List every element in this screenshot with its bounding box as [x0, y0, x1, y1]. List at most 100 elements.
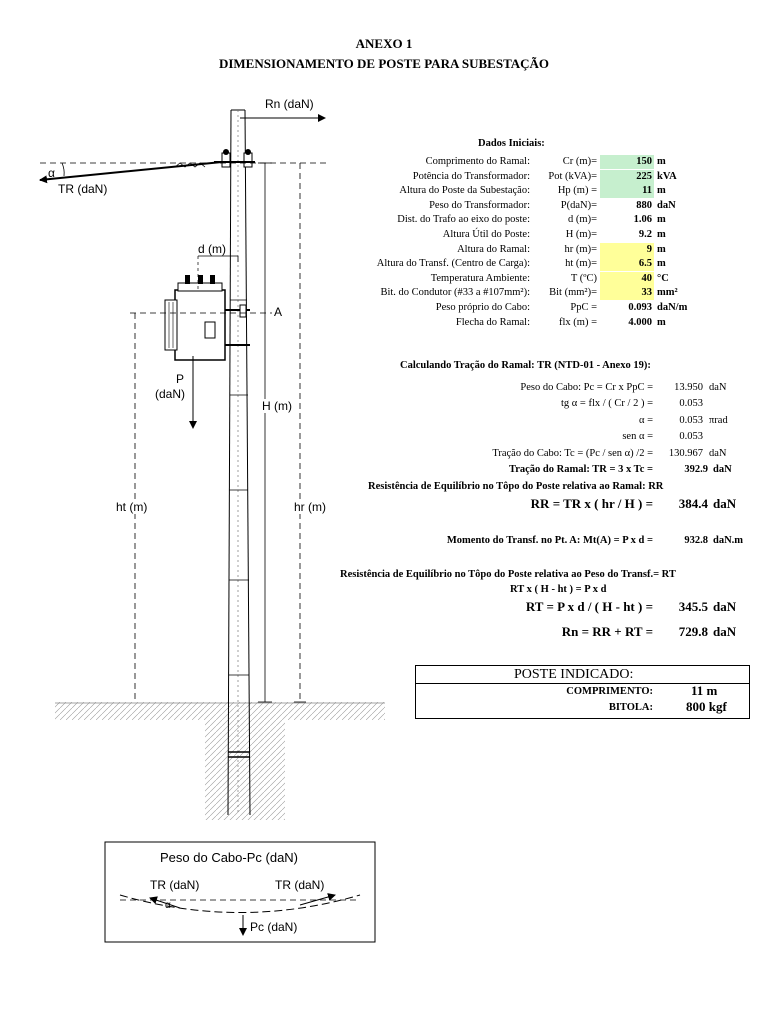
- cable-pc: Pc (daN): [250, 920, 298, 934]
- rt-value: 345.5: [678, 599, 708, 614]
- rr-value: 384.4: [678, 496, 708, 511]
- calc-label: α =: [638, 414, 653, 426]
- calc-label: Peso do Cabo: Pc = Cr x PpC =: [520, 382, 653, 393]
- input-value: 6.5: [600, 257, 654, 272]
- annex-title: ANEXO 1: [355, 36, 413, 51]
- rt-label: RT = P x d / ( H - ht ) =: [525, 599, 653, 614]
- input-label: Temperatura Ambiente:: [430, 272, 530, 284]
- input-value: 880: [636, 199, 652, 211]
- input-row: Altura Útil do Poste: H (m)= 9.2 m: [330, 228, 710, 242]
- calc-value: 130.967: [668, 447, 703, 459]
- input-label: Altura do Poste da Subestação:: [399, 185, 530, 197]
- calc-heading: Calculando Tração do Ramal: TR (NTD-01 -…: [400, 360, 651, 371]
- calc-label: Tração do Cabo: Tc = (Pc / sen α) /2 =: [492, 447, 653, 459]
- input-unit: m: [657, 214, 666, 226]
- input-value: 40: [600, 271, 654, 286]
- page-title: DIMENSIONAMENTO DE POSTE PARA SUBESTAÇÃO: [218, 56, 550, 71]
- tr-label: TR (daN): [58, 182, 108, 196]
- p-unit-label: (daN): [155, 387, 186, 401]
- calc-unit: daN: [709, 447, 727, 459]
- transformer: [164, 275, 250, 361]
- input-value: 225: [600, 169, 654, 184]
- input-unit: m: [657, 185, 666, 197]
- tr-result-value: 392.9: [684, 464, 708, 475]
- rt-equation: RT x ( H - ht ) = P x d: [510, 584, 607, 595]
- cable-box: [104, 841, 376, 943]
- ground-hatch: [55, 702, 385, 720]
- insulators: [214, 149, 255, 168]
- calc-value: 13.950: [674, 382, 703, 393]
- input-symbol: H (m)=: [565, 229, 597, 240]
- input-unit: daN/m: [657, 302, 688, 313]
- input-unit: m: [657, 229, 666, 240]
- input-symbol: T (ºC): [570, 272, 597, 284]
- mt-label: Momento do Transf. no Pt. A: Mt(A) = P x…: [446, 535, 653, 546]
- rn-result-label: Rn = RR + RT =: [561, 624, 653, 639]
- input-label: Altura do Transf. (Centro de Carga):: [376, 258, 530, 270]
- input-symbol: d (m)=: [568, 214, 597, 226]
- input-row: Dist. do Trafo ao eixo do poste:d (m)=1.…: [330, 213, 710, 227]
- calc-value: 0.053: [679, 431, 703, 443]
- calc-label: tg α = flx / ( Cr / 2 ) =: [560, 398, 653, 410]
- foundation-hatch: [205, 720, 285, 820]
- input-value: 33: [600, 286, 654, 301]
- input-row: Temperatura Ambiente: T (ºC)40°C: [330, 271, 710, 286]
- calc-label: sen α =: [622, 431, 653, 443]
- mt-unit: daN.m: [713, 535, 744, 546]
- rr-unit: daN: [713, 496, 737, 511]
- cable-tr-right: TR (daN): [275, 878, 325, 892]
- input-label: Altura Útil do Poste:: [442, 229, 530, 240]
- input-label: Peso do Transformador:: [429, 199, 530, 211]
- input-value: 4.000: [628, 316, 652, 328]
- input-value: 1.06: [633, 214, 652, 226]
- input-unit: daN: [657, 199, 676, 211]
- alpha-label: α: [48, 166, 55, 180]
- rn-result-value: 729.8: [678, 624, 708, 639]
- bitola-value: 800 kgf: [686, 699, 727, 714]
- input-label: Bit. do Condutor (#33 a #107mm²):: [380, 287, 530, 299]
- input-symbol: P(daN)=: [560, 199, 597, 211]
- h-label: H (m): [262, 399, 292, 413]
- input-unit: mm²: [657, 287, 678, 299]
- rn-result-unit: daN: [713, 624, 737, 639]
- input-unit: m: [657, 258, 666, 270]
- input-symbol: hr (m)=: [564, 243, 597, 255]
- input-value: 150: [600, 155, 654, 169]
- tr-arrow: [39, 174, 91, 184]
- comprimento-label: COMPRIMENTO:: [566, 686, 653, 697]
- rn-label: Rn (daN): [265, 97, 314, 111]
- poste-indicado-box: POSTE INDICADO: COMPRIMENTO: 11 m BITOLA…: [415, 665, 750, 719]
- comprimento-value: 11 m: [691, 683, 718, 698]
- input-unit: kVA: [657, 170, 677, 182]
- input-symbol: ht (m)=: [565, 258, 597, 270]
- input-row: Bit. do Condutor (#33 a #107mm²):Bit (mm…: [330, 286, 710, 301]
- input-row: Altura do Poste da Subestação:Hp (m) =11…: [330, 184, 710, 199]
- ht-label: ht (m): [116, 500, 148, 514]
- tr-result-unit: daN: [713, 464, 732, 475]
- input-symbol: Cr (m)=: [562, 156, 597, 167]
- hr-label: hr (m): [294, 500, 326, 514]
- calc-value: 0.053: [679, 398, 703, 410]
- input-label: Flecha do Ramal:: [455, 316, 530, 328]
- calc-unit: daN: [709, 382, 727, 393]
- a-label: A: [274, 305, 283, 319]
- d-label: d (m): [198, 242, 226, 256]
- input-value: 9.2: [638, 229, 652, 240]
- input-unit: °C: [657, 272, 669, 284]
- input-unit: m: [657, 156, 666, 167]
- input-symbol: PpC =: [570, 302, 597, 313]
- cable-alpha: α: [165, 900, 171, 911]
- input-label: Peso próprio do Cabo:: [435, 302, 530, 313]
- mt-value: 932.8: [684, 535, 708, 546]
- input-row: Peso do Transformador: P(daN)= 880 daN: [330, 199, 710, 213]
- bitola-label: BITOLA:: [608, 702, 653, 713]
- input-label: Comprimento do Ramal:: [425, 156, 530, 167]
- cable-title: Peso do Cabo-Pc (daN): [160, 850, 299, 865]
- input-symbol: flx (m) =: [559, 316, 597, 328]
- input-label: Altura do Ramal:: [457, 243, 530, 255]
